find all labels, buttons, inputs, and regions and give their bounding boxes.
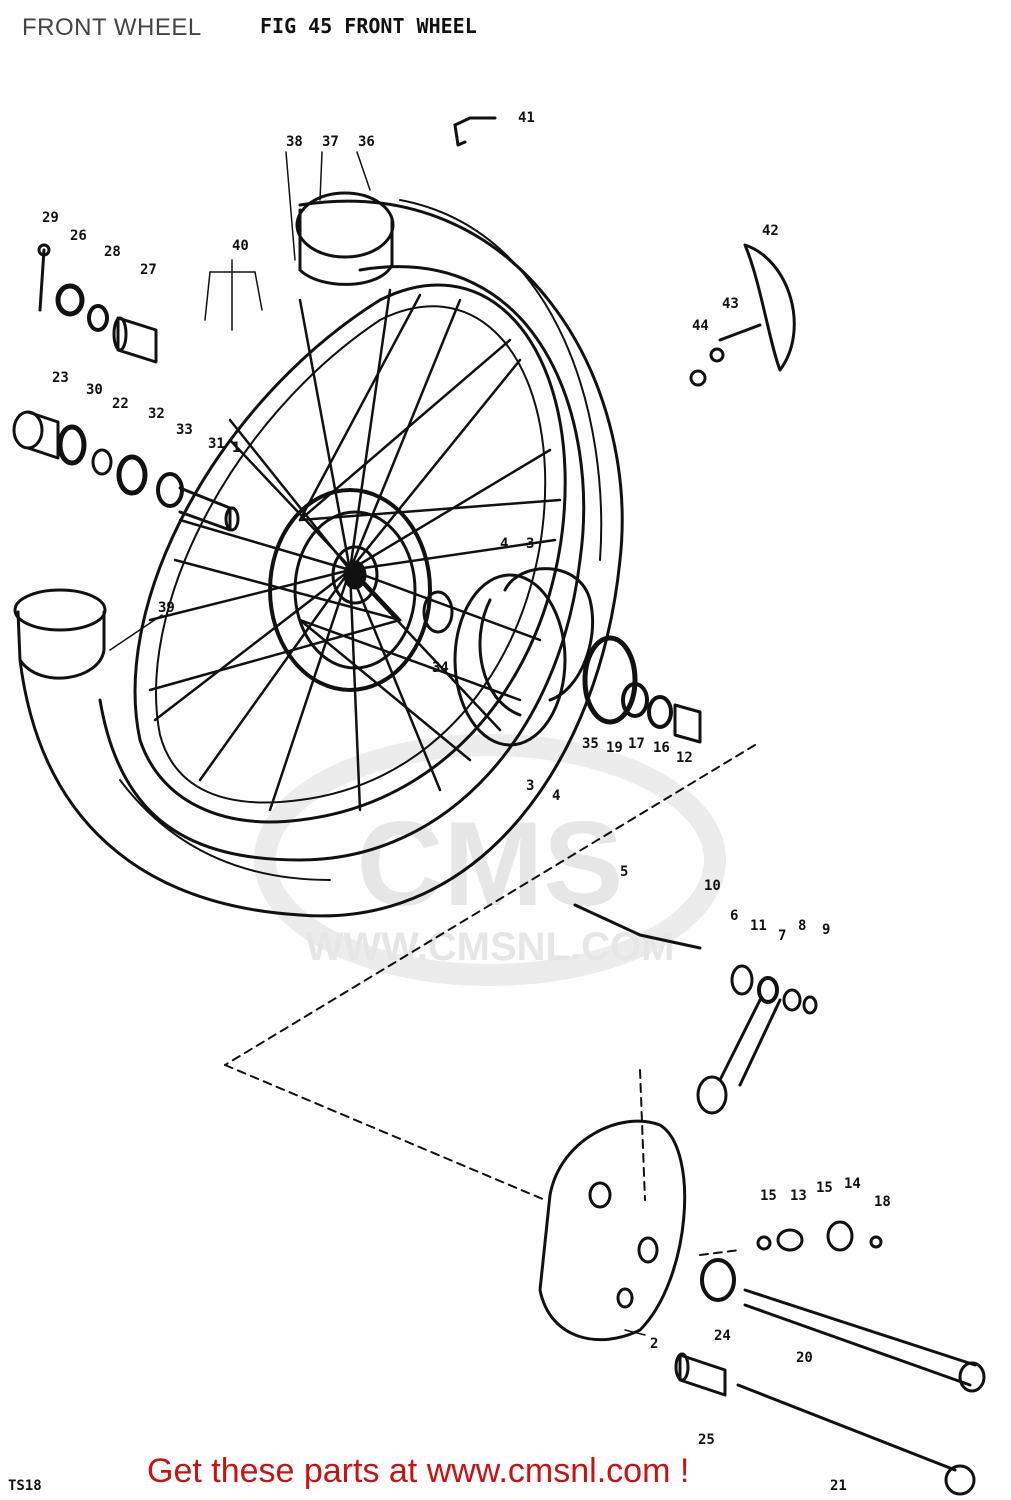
part-number-label: 42	[762, 223, 779, 239]
part-number-label: 19	[606, 740, 623, 756]
part-number-label: 40	[232, 238, 249, 254]
part-number-label: 32	[148, 406, 165, 422]
part-number-label: 10	[704, 878, 721, 894]
part-number-label: 8	[798, 918, 806, 934]
part-number-label: 15	[816, 1180, 833, 1196]
part-number-label: 3	[526, 778, 534, 794]
part-number-label: 36	[358, 134, 375, 150]
part-number-label: 20	[796, 1350, 813, 1366]
part-number-label: 44	[692, 318, 709, 334]
part-number-label: 41	[518, 110, 535, 126]
part-number-label: 13	[790, 1188, 807, 1204]
part-number-label: 37	[322, 134, 339, 150]
part-number-label: 31	[208, 436, 225, 452]
brake-panel-and-axle	[538, 903, 986, 1496]
tire	[13, 191, 624, 918]
part-number-label: 14	[844, 1176, 861, 1192]
leader-lines	[109, 151, 646, 1336]
brake-assembly	[422, 567, 702, 747]
part-number-label: 23	[52, 370, 69, 386]
watermark-url: WWW.CMSNL.COM	[306, 925, 675, 969]
part-number-label: 22	[112, 396, 129, 412]
page-title: FRONT WHEEL	[22, 14, 202, 41]
part-number-label: 5	[620, 864, 628, 880]
part-number-label: 7	[778, 928, 786, 944]
watermark: CMS WWW.CMSNL.COM	[254, 734, 726, 986]
part-number-label: 35	[582, 736, 599, 752]
part-number-label: 3	[526, 536, 534, 552]
valve-parts	[37, 243, 158, 364]
assembly-lines	[224, 744, 756, 1256]
part-number-label: 12	[676, 750, 693, 766]
part-number-label: 2	[650, 1336, 658, 1352]
part-number-label: 16	[653, 740, 670, 756]
spokes	[148, 288, 562, 812]
speedometer-parts	[453, 116, 796, 387]
hub	[268, 488, 432, 692]
part-number-label: 39	[158, 600, 175, 616]
figure-caption: FIG 45 FRONT WHEEL	[260, 14, 477, 38]
part-number-label: 25	[698, 1432, 715, 1448]
part-number-label: 9	[822, 922, 830, 938]
watermark-logo: CMS	[357, 797, 624, 931]
part-number-label: 27	[140, 262, 157, 278]
part-number-label: 26	[70, 228, 87, 244]
part-number-label: 4	[552, 788, 560, 804]
part-number-label: 33	[176, 422, 193, 438]
diagram-code: TS18	[8, 1478, 42, 1494]
part-number-label: 38	[286, 134, 303, 150]
part-number-label: 21	[830, 1478, 847, 1494]
part-number-label: 28	[104, 244, 121, 260]
part-number-label: 24	[714, 1328, 731, 1344]
part-number-label: 43	[722, 296, 739, 312]
part-number-label: 34	[432, 660, 449, 676]
part-number-label: 29	[42, 210, 59, 226]
part-number-label: 17	[628, 736, 645, 752]
footer-link-text[interactable]: Get these parts at www.cmsnl.com !	[147, 1452, 690, 1490]
part-number-label: 11	[750, 918, 767, 934]
part-number-label: 4	[500, 536, 508, 552]
part-number-label: 1	[232, 440, 240, 456]
part-number-label: 15	[760, 1188, 777, 1204]
left-spacer-parts	[12, 410, 240, 532]
part-number-label: 18	[874, 1194, 891, 1210]
rim	[133, 283, 567, 824]
part-number-label: 6	[730, 908, 738, 924]
part-number-label: 30	[86, 382, 103, 398]
